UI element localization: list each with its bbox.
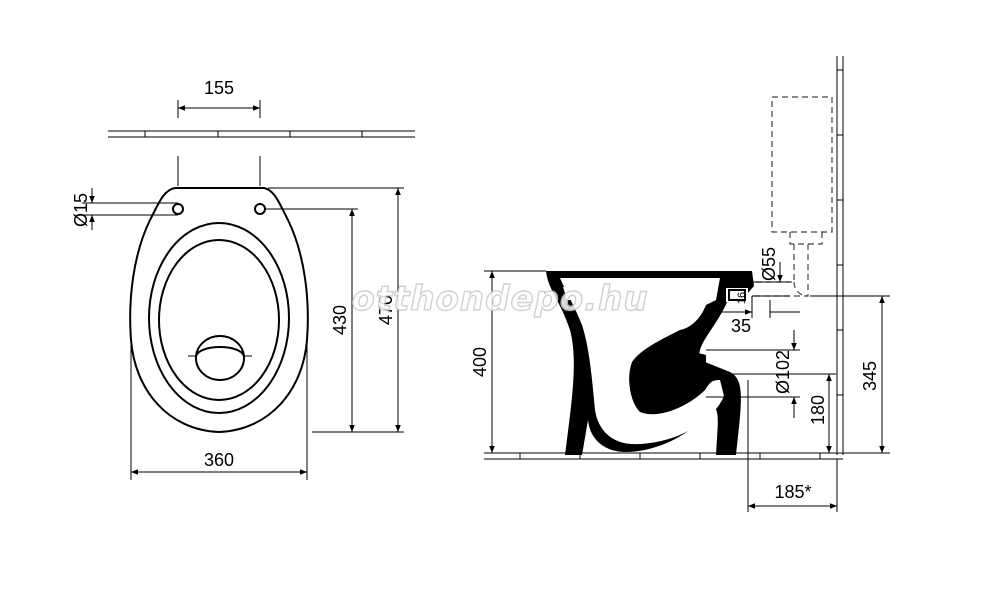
dim-height-label: 400 [470,347,490,377]
dim-inlet-diameter-label: Ø55 [759,247,779,281]
dim-fixing-depth-label: 430 [330,305,350,335]
dim-360: 360 [130,345,308,480]
dim-430: 430 [265,208,358,433]
dim-180: 180 [706,373,836,453]
mounting-hole-right [254,203,266,215]
bowl-side-profile [546,271,754,455]
watermark: otthondepo.hu [351,279,648,319]
seat-rim-outline [148,222,290,414]
dim-400: 400 [470,270,546,453]
dim-inlet-height-label: 345 [860,361,880,391]
bowl-inner-outline [158,239,280,401]
dim-35: 35 [716,296,800,336]
top-view: 155 Ø15 360 430 470 [71,78,415,480]
floor-line [484,452,843,460]
dim-345: 345 [810,295,890,454]
dim-hole-diameter-label: Ø15 [71,193,91,227]
side-view: 400 Ø55 16 35 Ø102 [470,56,890,512]
dim-outlet-height-label: 180 [808,395,828,425]
dim-outlet-diameter-label: Ø102 [773,350,793,394]
dim-inlet-offset-label: 35 [731,316,751,336]
dim-470: 470 [268,187,404,433]
wall-line-side [836,56,844,455]
dim-102: Ø102 [706,330,800,418]
mounting-hole-left [172,203,184,215]
dim-inlet-small-label: 16 [736,292,748,304]
drain-outlet [188,335,252,381]
dim-wall-distance-label: 185* [774,482,811,502]
dim-155: 155 [177,78,261,186]
wall-line-top [108,130,415,138]
dim-15: Ø15 [71,188,178,230]
bowl-outer-outline [129,187,309,434]
dim-holes-spacing-label: 155 [204,78,234,98]
dim-total-depth-label: 470 [376,295,396,325]
dim-55: Ø55 [752,247,790,297]
dim-width-label: 360 [204,450,234,470]
dim-185: 185* [747,380,838,512]
